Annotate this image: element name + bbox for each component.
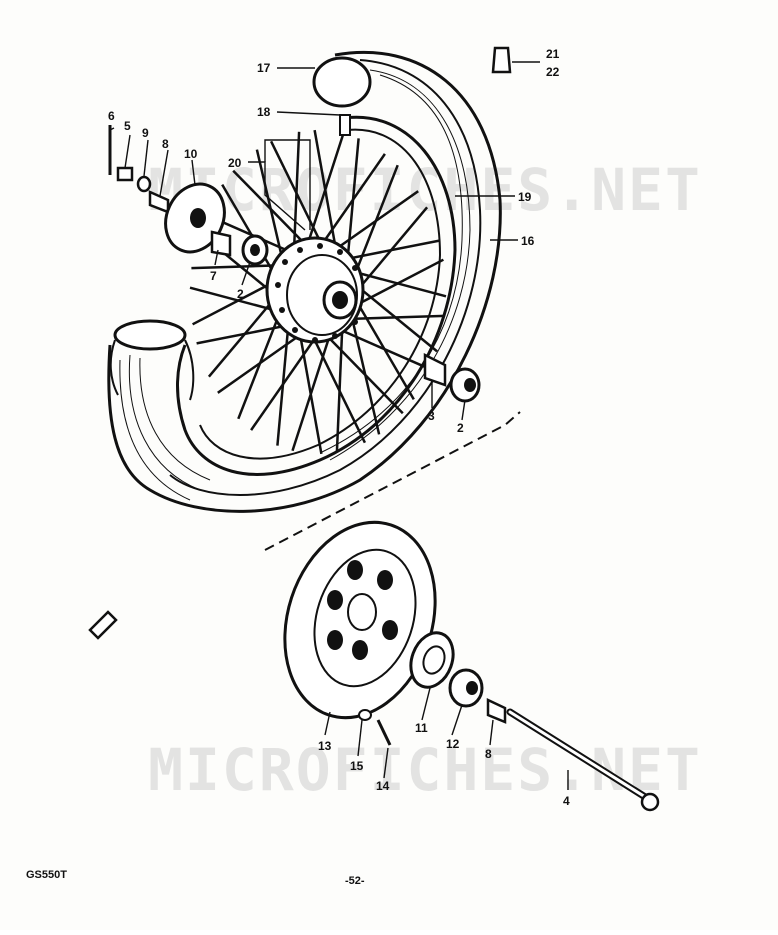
detached-part-symbol bbox=[88, 610, 118, 640]
callout-labels: 17 18 20 19 16 21 22 6 5 9 8 10 7 2 3 2 … bbox=[108, 47, 570, 808]
callout-19: 19 bbox=[518, 190, 532, 204]
oil-seal-12 bbox=[448, 668, 484, 708]
spoke bbox=[342, 239, 440, 262]
callout-13: 13 bbox=[318, 739, 332, 753]
spoke bbox=[335, 324, 344, 453]
callout-4: 4 bbox=[563, 794, 570, 808]
watermark-bottom: MICROFICHES.NET bbox=[148, 736, 702, 804]
callout-leaders bbox=[109, 61, 569, 790]
callout-14: 14 bbox=[376, 779, 390, 793]
callout-3: 3 bbox=[428, 409, 435, 423]
spacer-8-right bbox=[486, 698, 507, 724]
speedometer-gearbox-plate-10 bbox=[164, 182, 226, 254]
spacer-7 bbox=[210, 230, 232, 257]
tire-cut-end-bottom bbox=[113, 319, 187, 351]
rim bbox=[176, 115, 457, 476]
callout-9: 9 bbox=[142, 126, 149, 140]
spoke bbox=[310, 332, 367, 444]
spoke bbox=[313, 129, 339, 256]
callout-7: 7 bbox=[210, 269, 217, 283]
callout-8-right: 8 bbox=[485, 747, 492, 761]
spoke bbox=[269, 140, 326, 252]
spoke bbox=[237, 305, 284, 420]
spoke bbox=[336, 327, 432, 371]
callout-15: 15 bbox=[350, 759, 364, 773]
callout-6: 6 bbox=[108, 109, 115, 123]
callout-12: 12 bbox=[446, 737, 460, 751]
callout-5: 5 bbox=[124, 119, 131, 133]
model-code: GS550T bbox=[26, 869, 67, 881]
callout-2-right: 2 bbox=[457, 421, 464, 435]
callout-18: 18 bbox=[257, 105, 271, 119]
bearing-2-right bbox=[449, 367, 481, 403]
callout-22: 22 bbox=[546, 65, 560, 79]
spoke bbox=[350, 269, 447, 298]
callout-17: 17 bbox=[257, 61, 271, 75]
spoke bbox=[345, 138, 360, 266]
callout-16: 16 bbox=[521, 234, 535, 248]
bearing-2-left bbox=[241, 234, 269, 266]
spoke bbox=[316, 153, 386, 251]
callout-2-left: 2 bbox=[237, 287, 244, 301]
disc-bolt-14 bbox=[376, 719, 392, 746]
spoke bbox=[297, 328, 323, 455]
valve-stem-18 bbox=[339, 114, 351, 136]
callout-11: 11 bbox=[415, 721, 428, 735]
brake-disc-13 bbox=[283, 520, 437, 720]
page-number: -52- bbox=[345, 875, 365, 887]
spoke bbox=[232, 169, 313, 252]
valve-cap-21 bbox=[491, 46, 512, 74]
callout-10: 10 bbox=[184, 147, 198, 161]
spoke bbox=[303, 132, 345, 253]
washer-9 bbox=[136, 175, 152, 193]
callout-8: 8 bbox=[162, 137, 169, 151]
spoke bbox=[292, 131, 301, 260]
callout-20: 20 bbox=[228, 156, 242, 170]
spoke bbox=[250, 333, 320, 431]
callout-21: 21 bbox=[546, 47, 560, 61]
spoke bbox=[323, 332, 404, 415]
spoke bbox=[354, 283, 438, 353]
nut-5 bbox=[116, 166, 134, 182]
drive-ring-11 bbox=[409, 631, 455, 689]
tire-cut-end-top bbox=[312, 56, 372, 108]
spoke bbox=[291, 331, 333, 452]
spoke bbox=[352, 164, 399, 279]
wheel-hub bbox=[265, 236, 365, 344]
axle-4 bbox=[506, 708, 660, 812]
spoke bbox=[276, 318, 291, 446]
lock-washer-15 bbox=[358, 709, 372, 721]
tire bbox=[107, 50, 502, 513]
spacer-3 bbox=[423, 352, 447, 387]
